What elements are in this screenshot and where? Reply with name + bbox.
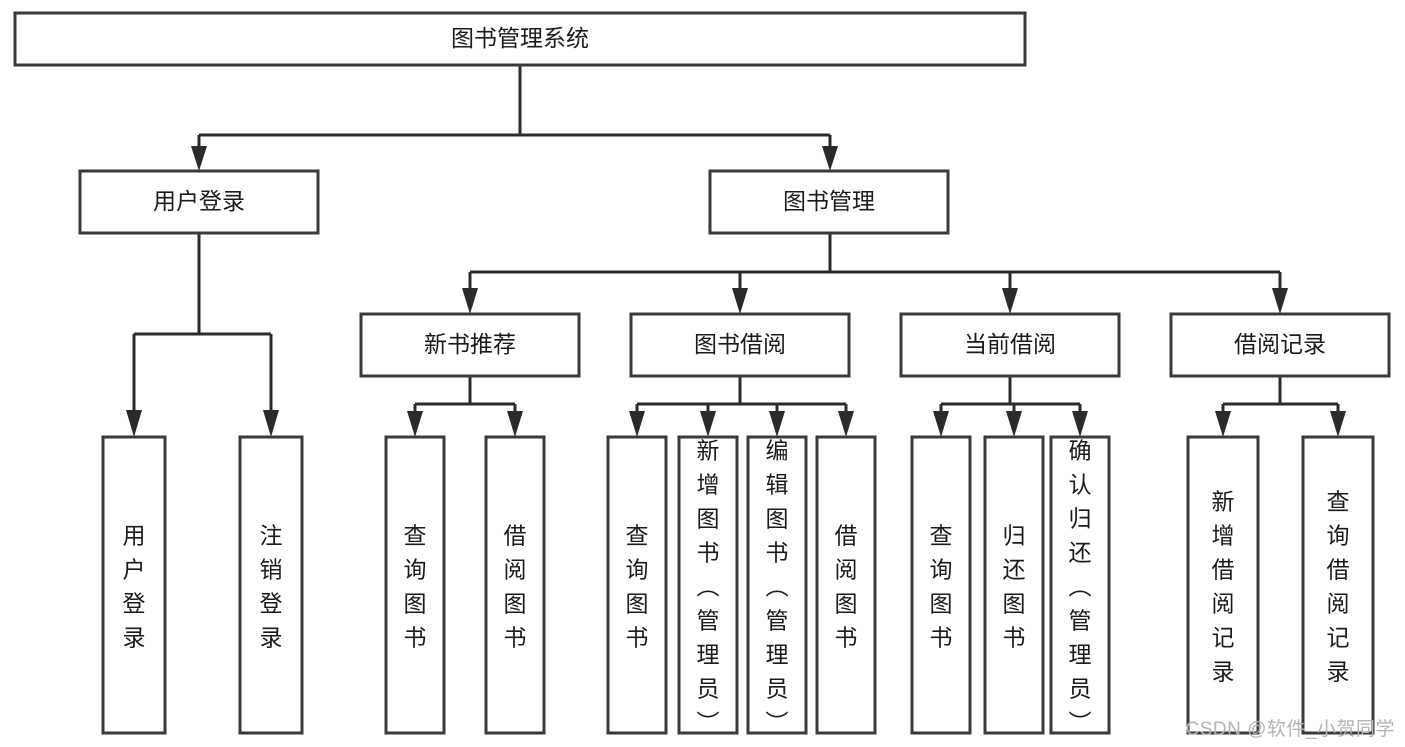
node-leaf-1[interactable]: 注销登录 [238,435,304,735]
arrow-currentborrow-leaf-1 [933,411,949,437]
node-label: 用户登录 [153,188,245,214]
arrow-bookborrow-leaf-3 [769,411,785,437]
node-box[interactable] [677,435,739,735]
arrow-currentborrow-leaf-3 [1072,411,1088,437]
arrow-borrowrecord-leaf-1 [1215,411,1231,437]
node-label: 注销登录 [260,523,283,651]
node-leaf-4[interactable]: 查询图书 [606,435,668,735]
node-leaf-3[interactable]: 借阅图书 [484,435,546,735]
connector-newbook-bus [413,376,517,414]
node-label: 查询图书 [626,523,649,651]
arrow-to-book-borrow [732,288,748,314]
node-label: 用户登录 [123,523,146,651]
node-box[interactable] [746,435,808,735]
node-leaf-6[interactable]: 编辑图书︵管理员︶ [746,435,808,736]
node-label: 确认归还︵管理员︶ [1069,438,1092,736]
node-box[interactable] [910,435,972,735]
arrow-borrowrecord-leaf-2 [1330,411,1346,437]
node-box[interactable] [1301,435,1375,735]
connector-bookborrow-bus [635,376,848,414]
node-leaf-7[interactable]: 借阅图书 [815,435,877,735]
connector-currentborrow-bus [939,376,1082,414]
node-leaf-10[interactable]: 确认归还︵管理员︶ [1049,435,1111,736]
arrow-bookborrow-leaf-4 [838,411,854,437]
arrow-to-leaf-user-login [126,410,142,437]
node-label: 图书借阅 [694,331,786,357]
node-layer: 图书管理系统用户登录图书管理新书推荐图书借阅当前借阅借阅记录用户登录注销登录查询… [13,11,1391,736]
node-leaf-9[interactable]: 归还图书 [983,435,1045,735]
node-box[interactable] [708,169,950,235]
node-label: 新书推荐 [424,331,516,357]
node-box[interactable] [359,312,581,378]
node-box[interactable] [1169,312,1391,378]
node-label: 图书管理系统 [451,25,589,51]
arrow-bookborrow-leaf-2 [700,411,716,437]
node-leaf-12[interactable]: 查询借阅记录 [1301,435,1375,735]
node-label: 新增借阅记录 [1212,489,1235,685]
node-label: 查询图书 [930,523,953,651]
node-leaf-8[interactable]: 查询图书 [910,435,972,735]
node-level2-1[interactable]: 图书管理 [708,169,950,235]
node-leaf-11[interactable]: 新增借阅记录 [1186,435,1260,735]
node-level3-0[interactable]: 新书推荐 [359,312,581,378]
arrow-to-borrow-record [1272,288,1288,314]
node-box[interactable] [606,435,668,735]
node-label: 图书管理 [783,188,875,214]
node-root-0[interactable]: 图书管理系统 [13,11,1027,67]
node-box[interactable] [1049,435,1111,735]
node-box[interactable] [629,312,851,378]
node-label: 新增图书︵管理员︶ [697,438,720,736]
node-leaf-5[interactable]: 新增图书︵管理员︶ [677,435,739,736]
node-box[interactable] [1186,435,1260,735]
connector-bookmanage-bus [468,233,1282,290]
node-box[interactable] [101,435,167,735]
connector-userlogin-bus [132,233,273,412]
arrow-to-book-manage [822,146,838,171]
arrow-to-current-borrow [1002,288,1018,314]
arrow-newbook-leaf-1 [407,411,423,437]
node-leaf-0[interactable]: 用户登录 [101,435,167,735]
node-label: 归还图书 [1003,523,1026,651]
node-label: 编辑图书︵管理员︶ [766,438,789,736]
node-box[interactable] [484,435,546,735]
arrow-to-user-login [191,146,207,171]
node-box[interactable] [815,435,877,735]
node-box[interactable] [13,11,1027,67]
node-label: 查询借阅记录 [1327,489,1350,685]
node-label: 当前借阅 [964,331,1056,357]
connector-borrowrecord-bus [1221,376,1340,414]
connector-layer [126,65,1346,437]
node-box[interactable] [983,435,1045,735]
csdn-watermark: CSDN @软件_小贺同学 [1185,719,1395,740]
arrow-to-leaf-logout [263,410,279,437]
node-level3-2[interactable]: 当前借阅 [899,312,1121,378]
node-level2-0[interactable]: 用户登录 [78,169,320,235]
node-box[interactable] [78,169,320,235]
arrow-newbook-leaf-2 [507,411,523,437]
node-label: 借阅记录 [1234,331,1326,357]
arrow-to-new-book-rec [462,288,478,314]
node-box[interactable] [238,435,304,735]
node-label: 借阅图书 [504,523,527,651]
node-box[interactable] [899,312,1121,378]
node-label: 借阅图书 [835,523,858,651]
node-level3-1[interactable]: 图书借阅 [629,312,851,378]
connector-root-to-level2 [197,65,832,150]
node-leaf-2[interactable]: 查询图书 [384,435,446,735]
node-level3-3[interactable]: 借阅记录 [1169,312,1391,378]
node-box[interactable] [384,435,446,735]
node-label: 查询图书 [404,523,427,651]
arrow-bookborrow-leaf-1 [629,411,645,437]
arrow-currentborrow-leaf-2 [1006,411,1022,437]
